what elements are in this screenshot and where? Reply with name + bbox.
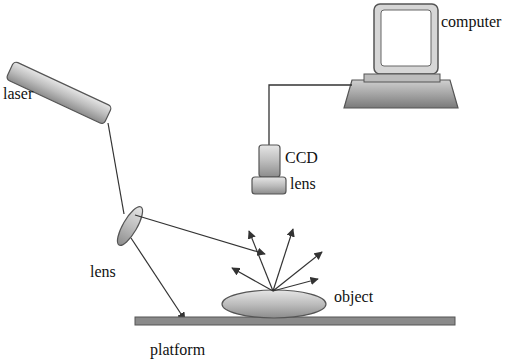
laser-label: laser xyxy=(3,86,33,102)
lens-label: lens xyxy=(90,264,116,280)
computer-label: computer xyxy=(441,14,501,30)
ccd-camera xyxy=(252,145,286,194)
cable xyxy=(269,85,352,146)
laser-beam xyxy=(108,123,124,214)
scatter-arrows xyxy=(232,229,322,291)
ccd-label: CCD xyxy=(285,150,318,166)
beam-arrow xyxy=(131,238,185,320)
computer-monitor xyxy=(344,4,458,108)
object-shape xyxy=(222,290,326,318)
beam-arrow xyxy=(135,215,265,254)
object-label: object xyxy=(334,289,373,305)
lens-element xyxy=(113,203,147,248)
platform-label: platform xyxy=(150,342,205,358)
platform-bar xyxy=(135,317,455,325)
lens-label: lens xyxy=(290,176,316,192)
